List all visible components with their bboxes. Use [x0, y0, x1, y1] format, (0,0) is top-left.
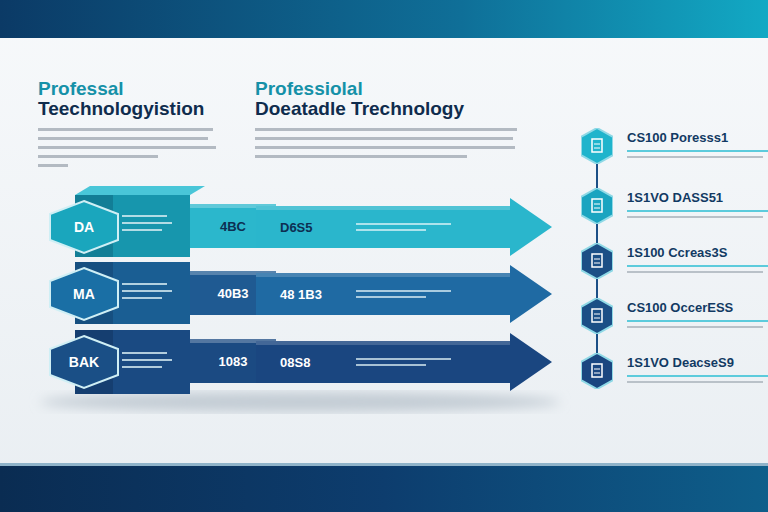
timeline-connector — [596, 224, 598, 243]
step-label: 1S1VO DASS51 — [627, 190, 723, 205]
value-label: 4BC — [220, 219, 246, 234]
timeline-step: CS100 OccerESS — [581, 298, 768, 334]
step-label: 1S1VO DeacseS9 — [627, 355, 734, 370]
step-hexagon — [581, 298, 613, 334]
bottom-bar — [0, 465, 768, 512]
row-hexagon: MA — [50, 268, 118, 320]
value-label: BAK — [69, 354, 99, 370]
value-label: DA — [74, 219, 94, 235]
step-hexagon — [581, 188, 613, 224]
timeline-step: 1S1VO DASS51 — [581, 188, 768, 224]
step-hexagon — [581, 128, 613, 164]
value-label: MA — [73, 286, 95, 302]
row-hexagon: DA — [50, 201, 118, 253]
row-hexagon: BAK — [50, 336, 118, 388]
timeline-connector — [596, 164, 598, 188]
value-label: 40B3 — [217, 286, 248, 301]
heading-line: Teechnologyistion — [38, 98, 204, 120]
step-text-lines — [627, 149, 768, 161]
body-text-lines — [38, 128, 517, 167]
heading-line: Professiolal — [255, 78, 363, 100]
step-text-lines — [627, 319, 768, 331]
arrow-band: D6S5 — [256, 198, 552, 256]
arrow-band: 48 1B3 — [256, 265, 552, 323]
step-hexagon — [581, 243, 613, 279]
value-label: 48 1B3 — [280, 287, 322, 302]
heading-line: Doeatadle Trechnology — [255, 98, 464, 120]
step-text-lines — [627, 209, 768, 221]
top-bar — [0, 0, 768, 38]
timeline-connector — [596, 334, 598, 353]
timeline-step: CS100 Poresss1 — [581, 128, 768, 164]
bottom-bar-edge — [0, 463, 768, 466]
step-text-lines — [627, 264, 768, 276]
timeline-connector — [596, 279, 598, 298]
value-label: D6S5 — [280, 220, 313, 235]
value-label: 08S8 — [280, 355, 310, 370]
step-label: CS100 Poresss1 — [627, 130, 728, 145]
heading-line: Professal — [38, 78, 124, 100]
step-label: CS100 OccerESS — [627, 300, 733, 315]
value-label: 1083 — [219, 354, 248, 369]
step-text-lines — [627, 374, 768, 386]
timeline-step: 1S1VO DeacseS9 — [581, 353, 768, 389]
shadow — [40, 392, 560, 412]
arrow-band: 08S8 — [256, 333, 552, 391]
timeline-step: 1S100 Ccreas3S — [581, 243, 768, 279]
step-label: 1S100 Ccreas3S — [627, 245, 727, 260]
step-hexagon — [581, 353, 613, 389]
